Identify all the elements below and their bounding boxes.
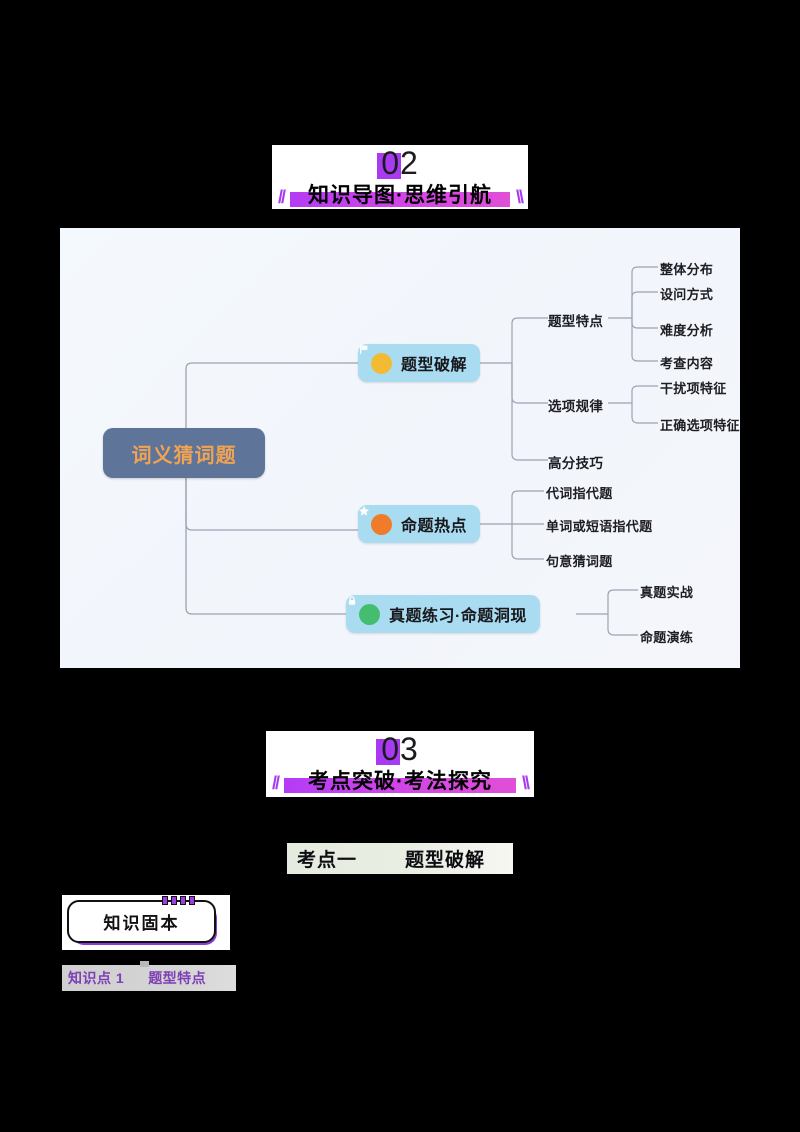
knowledge-point-tick <box>140 961 149 967</box>
star-icon <box>359 506 392 535</box>
banner-title: 考点突破·考法探究 <box>308 770 492 793</box>
banner-slash-right: \\ <box>515 187 524 207</box>
knowledge-point-topic: 题型特点 <box>148 970 207 986</box>
mindmap-leaf[interactable]: 代词指代题 <box>546 486 613 501</box>
mindmap-branch-3-label: 真题练习·命题洞现 <box>389 608 527 625</box>
banner-title: 知识导图·思维引航 <box>308 184 492 207</box>
knowledge-badge-card: 知识固本 <box>67 900 216 943</box>
mindmap-leaf[interactable]: 考查内容 <box>660 356 714 371</box>
banner-number-row: 03 <box>266 731 534 765</box>
mindmap-root-node[interactable]: 词义猜词题 <box>103 428 265 478</box>
exam-point-bar: 考点一 题型破解 <box>287 843 513 874</box>
mindmap-root-label: 词义猜词题 <box>131 444 237 467</box>
lock-icon <box>348 596 380 625</box>
mindmap-leaf[interactable]: 正确选项特征 <box>660 418 740 433</box>
mindmap-branch-2-label: 命题热点 <box>401 518 468 535</box>
banner-number-square <box>377 153 401 179</box>
mindmap-branch-2[interactable]: 命题热点 <box>358 505 481 543</box>
mindmap-branch-3[interactable]: 真题练习·命题洞现 <box>346 595 540 633</box>
mindmap-leaf[interactable]: 干扰项特征 <box>660 381 727 396</box>
mindmap-branch-1-label: 题型破解 <box>401 357 468 374</box>
banner-number: 03 <box>381 731 419 767</box>
section-banner-03: 03 // 考点突破·考法探究 \\ <box>266 731 534 797</box>
banner-gradient-bar <box>284 778 516 793</box>
mindmap-leaf[interactable]: 设问方式 <box>660 287 714 302</box>
banner-gradient-bar <box>290 192 510 207</box>
banner-number-square <box>376 739 400 765</box>
knowledge-badge-label: 知识固本 <box>103 914 180 933</box>
mindmap-group-label[interactable]: 题型特点 <box>548 314 604 329</box>
banner-title-row: // 考点突破·考法探究 \\ <box>266 765 534 795</box>
mindmap-leaf[interactable]: 单词或短语指代题 <box>546 519 653 534</box>
mindmap-leaf[interactable]: 整体分布 <box>660 262 714 277</box>
banner-title-row: // 知识导图·思维引航 \\ <box>272 179 528 209</box>
banner-slash-left: // <box>272 773 280 793</box>
flag-icon <box>360 345 392 374</box>
exam-point-topic: 题型破解 <box>405 850 486 871</box>
mindmap-group-label[interactable]: 高分技巧 <box>548 456 604 471</box>
knowledge-point-label: 知识点 1 <box>68 970 125 986</box>
mindmap-leaf[interactable]: 真题实战 <box>640 585 694 600</box>
mindmap-leaf[interactable]: 句意猜词题 <box>546 554 613 569</box>
mindmap-group-label[interactable]: 选项规律 <box>548 399 604 414</box>
banner-number: 02 <box>381 145 419 181</box>
mindmap-leaf[interactable]: 命题演练 <box>640 630 694 645</box>
mindmap-leaf[interactable]: 难度分析 <box>660 323 714 338</box>
mindmap-branch-1[interactable]: 题型破解 <box>358 344 481 382</box>
knowledge-point-bar: 知识点 1 题型特点 <box>62 961 236 991</box>
knowledge-badge: 知识固本 <box>62 895 230 950</box>
banner-slash-left: // <box>278 187 286 207</box>
exam-point-label: 考点一 <box>297 850 358 871</box>
banner-number-row: 02 <box>272 145 528 179</box>
mindmap-canvas: 词义猜词题 题型破解 命题热点 <box>60 228 740 668</box>
notebook-spiral-icon <box>162 896 195 905</box>
section-banner-02: 02 // 知识导图·思维引航 \\ <box>272 145 528 209</box>
banner-slash-right: \\ <box>521 773 530 793</box>
